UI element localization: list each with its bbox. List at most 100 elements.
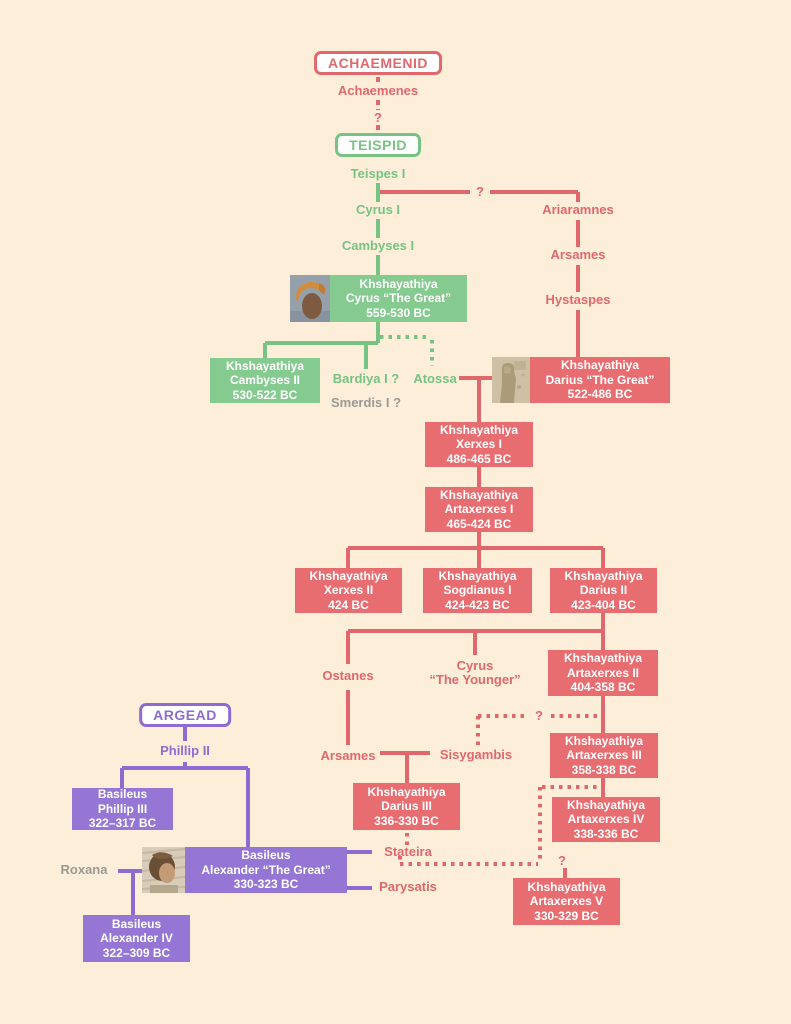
- king-title: Khshayathiya: [563, 651, 643, 666]
- edge-red-dotted: [398, 714, 601, 866]
- node-darius-the-great[interactable]: Khshayathiya Darius “The Great” 522-486 …: [492, 357, 670, 403]
- edge-green-dotted: [380, 335, 434, 366]
- king-name: Artaxerxes V: [529, 894, 604, 909]
- label-hystaspes[interactable]: Hystaspes: [545, 292, 611, 307]
- node-cyrus-the-great[interactable]: Khshayathiya Cyrus “The Great” 559-530 B…: [290, 275, 467, 322]
- edge-purple-solid: [118, 727, 372, 915]
- label-phillip-ii[interactable]: Phillip II: [160, 743, 210, 758]
- label-achaemenes[interactable]: Achaemenes: [337, 83, 419, 98]
- king-name: Artaxerxes I: [444, 502, 514, 517]
- edge-green-solid: [263, 183, 380, 369]
- king-name: Cyrus “The Great”: [345, 291, 452, 306]
- label-sisygambis[interactable]: Sisygambis: [439, 747, 513, 762]
- king-years: 338-336 BC: [573, 826, 639, 841]
- edge-red-solid: [346, 190, 605, 878]
- label-ostanes[interactable]: Ostanes: [322, 668, 374, 683]
- king-title: Basileus: [241, 848, 291, 863]
- king-years: 404-358 BC: [570, 680, 636, 695]
- node-cambyses-ii[interactable]: Khshayathiya Cambyses II 530-522 BC: [210, 358, 320, 403]
- node-xerxes-ii[interactable]: Khshayathiya Xerxes II 424 BC: [295, 568, 402, 613]
- node-sogdianus-i[interactable]: Khshayathiya Sogdianus I 424-423 BC: [423, 568, 532, 613]
- label-smerdis[interactable]: Smerdis I ?: [330, 395, 402, 410]
- king-years: 358-338 BC: [571, 762, 637, 777]
- king-years: 423-404 BC: [571, 597, 636, 612]
- king-years: 322–309 BC: [102, 945, 171, 960]
- label-atossa[interactable]: Atossa: [413, 371, 457, 386]
- label-arsames-elder[interactable]: Arsames: [550, 247, 606, 262]
- king-name: Artaxerxes III: [566, 748, 642, 763]
- label-cambyses-i[interactable]: Cambyses I: [341, 238, 415, 253]
- king-name: Darius II: [579, 583, 628, 598]
- king-title: Khshayathiya: [309, 568, 388, 583]
- king-title: Khshayathiya: [566, 797, 646, 812]
- king-years: 530-522 BC: [232, 387, 298, 402]
- label-roxana[interactable]: Roxana: [60, 862, 108, 877]
- king-title: Khshayathiya: [367, 784, 446, 799]
- node-darius-iii[interactable]: Khshayathiya Darius III 336-330 BC: [353, 783, 460, 830]
- dynasty-label-argead[interactable]: ARGEAD: [139, 703, 231, 727]
- label-cyrus-the-younger-line1: Cyrus: [456, 658, 494, 673]
- king-name: Xerxes I: [455, 437, 503, 452]
- label-cyrus-the-younger-line2: “The Younger”: [429, 672, 521, 687]
- label-cyrus-i[interactable]: Cyrus I: [355, 202, 401, 217]
- dynasty-label-teispid[interactable]: TEISPID: [335, 133, 421, 157]
- king-years: 559-530 BC: [366, 305, 431, 320]
- king-years: 522-486 BC: [567, 387, 633, 402]
- uncertain-mark-teispes-ariaramnes: ?: [476, 184, 484, 199]
- label-arsames[interactable]: Arsames: [320, 748, 376, 763]
- king-title: Basileus: [97, 787, 148, 802]
- king-years: 424 BC: [328, 597, 369, 612]
- king-name: Alexander “The Great”: [201, 862, 331, 877]
- king-name: Darius III: [381, 799, 432, 814]
- king-years: 330-329 BC: [534, 908, 599, 923]
- node-artaxerxes-iii[interactable]: Khshayathiya Artaxerxes III 358-338 BC: [550, 733, 658, 778]
- node-artaxerxes-v[interactable]: Khshayathiya Artaxerxes V 330-329 BC: [513, 878, 620, 925]
- label-ariaramnes[interactable]: Ariaramnes: [542, 202, 614, 217]
- king-name: Cambyses II: [229, 373, 301, 388]
- king-title: Khshayathiya: [439, 422, 519, 437]
- node-alexander-the-great[interactable]: Basileus Alexander “The Great” 330-323 B…: [142, 847, 347, 893]
- label-stateira[interactable]: Stateira: [384, 844, 432, 859]
- node-artaxerxes-i[interactable]: Khshayathiya Artaxerxes I 465-424 BC: [425, 487, 533, 532]
- node-artaxerxes-ii[interactable]: Khshayathiya Artaxerxes II 404-358 BC: [548, 650, 658, 696]
- cyrus-portrait: [290, 275, 330, 322]
- darius-portrait: [492, 357, 530, 403]
- label-cyrus-the-younger[interactable]: Cyrus “The Younger”: [429, 659, 520, 687]
- uncertain-mark-achaemenes-teispes: ?: [374, 110, 382, 125]
- uncertain-mark-artaxerxes-v: ?: [558, 853, 566, 868]
- king-title: Basileus: [111, 916, 162, 931]
- node-alexander-iv[interactable]: Basileus Alexander IV 322–309 BC: [83, 915, 190, 962]
- king-title: Khshayathiya: [527, 879, 606, 894]
- king-name: Phillip III: [97, 801, 148, 816]
- king-years: 322–317 BC: [88, 816, 157, 831]
- king-name: Darius “The Great”: [545, 372, 655, 387]
- king-title: Khshayathiya: [438, 568, 517, 583]
- king-years: 336-330 BC: [374, 813, 439, 828]
- node-artaxerxes-iv[interactable]: Khshayathiya Artaxerxes IV 338-336 BC: [552, 797, 660, 842]
- label-parysatis[interactable]: Parysatis: [379, 879, 437, 894]
- alexander-portrait: [142, 847, 185, 893]
- king-name: Artaxerxes II: [566, 665, 640, 680]
- node-darius-ii[interactable]: Khshayathiya Darius II 423-404 BC: [550, 568, 657, 613]
- king-title: Khshayathiya: [564, 568, 643, 583]
- uncertain-mark-artaxerxes-ii-sisygambis: ?: [535, 708, 543, 723]
- node-xerxes-i[interactable]: Khshayathiya Xerxes I 486-465 BC: [425, 422, 533, 467]
- king-years: 486-465 BC: [446, 451, 512, 466]
- dynasty-label-achaemenid[interactable]: ACHAEMENID: [314, 51, 442, 75]
- king-name: Artaxerxes IV: [567, 812, 645, 827]
- king-title: Khshayathiya: [359, 276, 438, 291]
- king-title: Khshayathiya: [560, 358, 640, 373]
- king-title: Khshayathiya: [564, 733, 644, 748]
- king-name: Alexander IV: [100, 931, 173, 946]
- node-phillip-iii[interactable]: Basileus Phillip III 322–317 BC: [72, 787, 173, 831]
- king-title: Khshayathiya: [225, 358, 305, 373]
- label-bardiya[interactable]: Bardiya I ?: [332, 371, 400, 386]
- king-name: Sogdianus I: [443, 583, 512, 598]
- label-teispes-i[interactable]: Teispes I: [350, 166, 406, 181]
- king-years: 424-423 BC: [445, 597, 510, 612]
- king-years: 330-323 BC: [233, 877, 299, 892]
- king-years: 465-424 BC: [446, 516, 512, 531]
- king-name: Xerxes II: [323, 583, 374, 598]
